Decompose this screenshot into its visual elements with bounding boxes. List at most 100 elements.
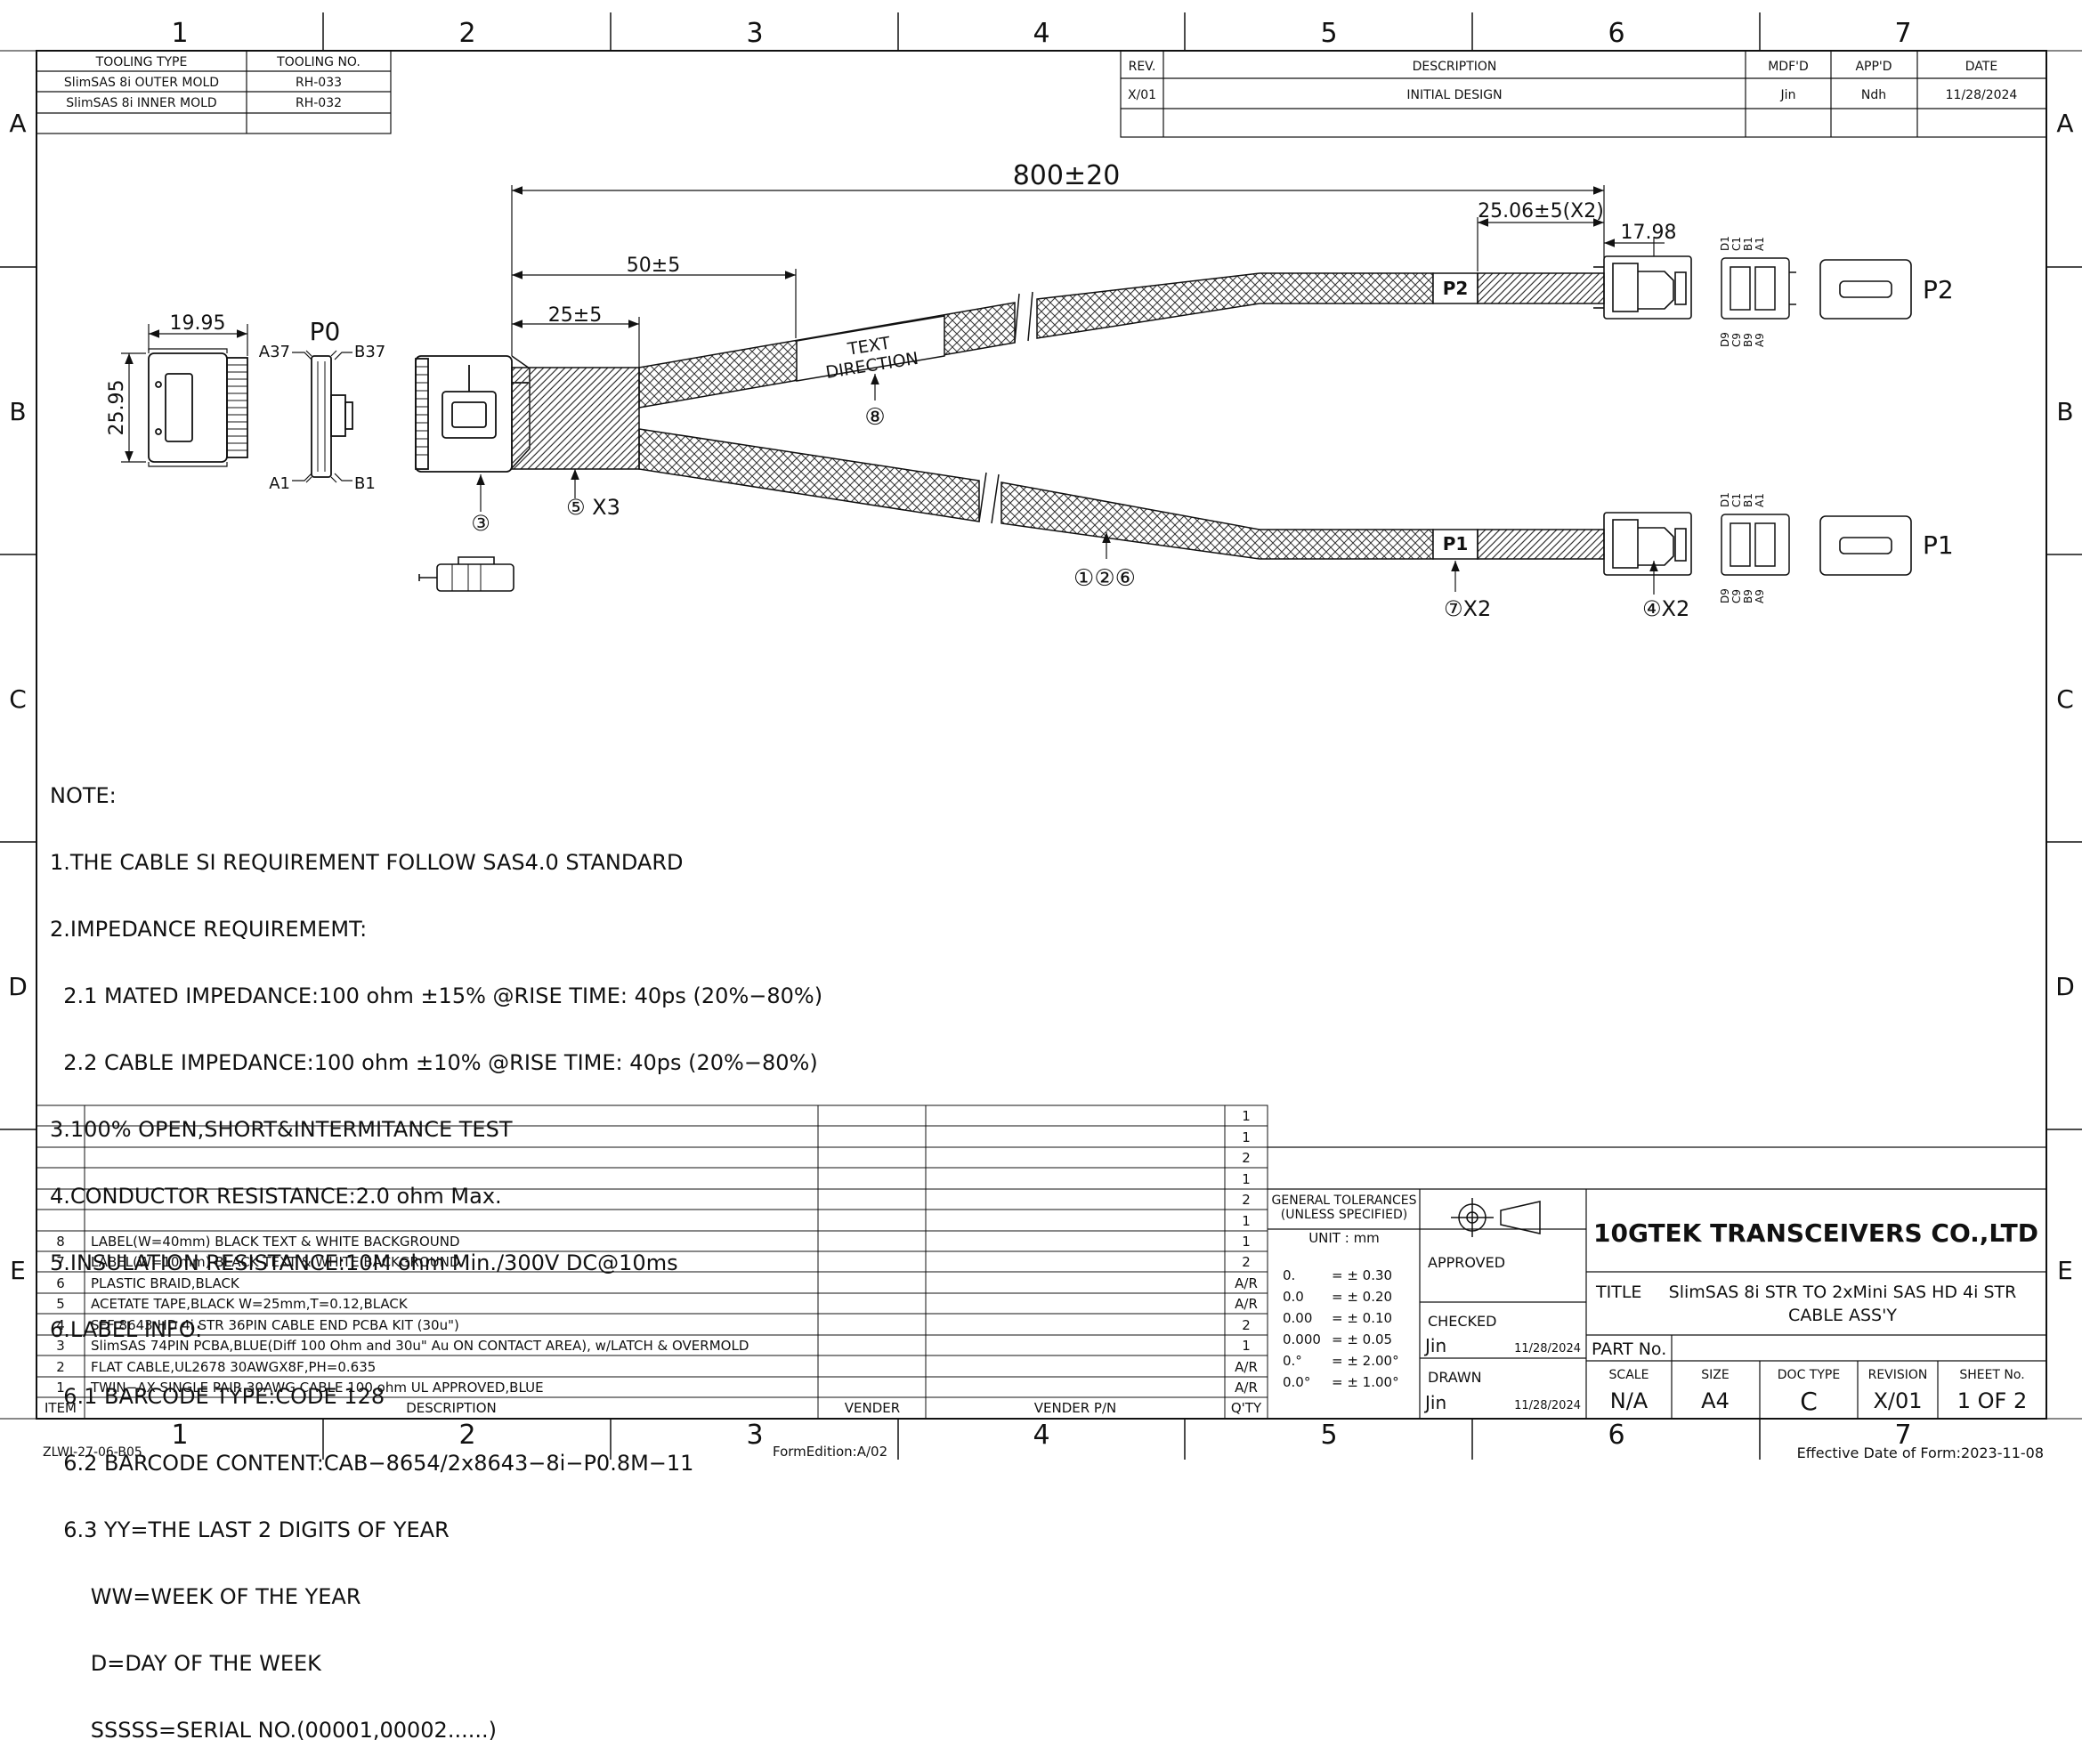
frame-column-labels: 1 2 3 4 5 6 7 1 2 3 4 5 6 7 bbox=[171, 18, 1911, 1451]
note-line: D=DAY OF THE WEEK bbox=[50, 1651, 321, 1676]
tooling-header: TOOLING TYPE bbox=[95, 55, 188, 69]
latch-detail bbox=[418, 556, 514, 592]
bom-item-cell: 5 bbox=[56, 1296, 65, 1312]
table-row: 3 SlimSAS 74PIN PCBA,BLUE(Diff 100 Ohm a… bbox=[56, 1338, 1251, 1354]
title-label: TITLE bbox=[1595, 1283, 1641, 1302]
dust-cap-p1 bbox=[1819, 515, 1912, 576]
note-line: 3.100% OPEN,SHORT&INTERMITANCE TEST bbox=[50, 1117, 513, 1142]
table-row: 4 SFF 8643 HD 4i STR 36PIN CABLE END PCB… bbox=[56, 1317, 1251, 1333]
table-row: 6 PLASTIC BRAID,BLACK A/R bbox=[56, 1275, 1258, 1291]
slimsas-side-view bbox=[148, 348, 248, 467]
bom-qty-cell: 2 bbox=[1242, 1317, 1251, 1333]
tolerance-format: 0.0° bbox=[1283, 1374, 1310, 1390]
frame-row-labels: A B C D E A B C D E bbox=[8, 109, 2075, 1285]
title-block: GENERAL TOLERANCES (UNLESS SPECIFIED) UN… bbox=[1268, 1146, 2046, 1419]
note-line: 6.1 BARCODE TYPE:CODE 128 bbox=[50, 1384, 385, 1409]
row-label: D bbox=[8, 972, 28, 1001]
pin-label: A9 bbox=[1754, 333, 1766, 347]
bom-item-cell: 6 bbox=[56, 1275, 65, 1291]
scale-value: N/A bbox=[1610, 1388, 1649, 1413]
callout-item-8: ⑧ bbox=[864, 404, 885, 431]
revision-header: DESCRIPTION bbox=[1413, 60, 1497, 74]
bom-item-cell: 2 bbox=[56, 1359, 65, 1375]
dim-height bbox=[121, 352, 146, 463]
dim-height-label: 25.95 bbox=[106, 380, 128, 436]
p1-side-label: P1 bbox=[1923, 530, 1954, 560]
col-label: 2 bbox=[458, 1420, 475, 1451]
row-label: A bbox=[2056, 109, 2073, 138]
row-label: D bbox=[2055, 972, 2075, 1001]
pin-label: C9 bbox=[1730, 333, 1743, 347]
col-label: 7 bbox=[1894, 18, 1911, 49]
tolerance-value: = ± 0.05 bbox=[1332, 1331, 1392, 1347]
pin-label: B1 bbox=[1742, 493, 1754, 507]
pin-label: C1 bbox=[1730, 237, 1743, 251]
lower-branch-braid bbox=[1000, 481, 1434, 560]
tolerance-list: 0. = ± 0.30 0.0 = ± 0.20 0.00 = ± 0.10 0… bbox=[1283, 1267, 1399, 1390]
dim-boot-label: 25±5 bbox=[548, 304, 602, 327]
bom-item-cell: 8 bbox=[56, 1234, 65, 1250]
form-edition: FormEdition:A/02 bbox=[773, 1444, 887, 1460]
tolerance-unit: UNIT : mm bbox=[1308, 1230, 1380, 1246]
third-angle-projection-icon bbox=[1451, 1198, 1541, 1237]
col-label: 6 bbox=[1608, 18, 1624, 49]
flat-cable-section bbox=[511, 367, 640, 470]
part-no-label: PART No. bbox=[1592, 1339, 1666, 1359]
note-line: 2.2 CABLE IMPEDANCE:100 ohm ±10% @RISE T… bbox=[50, 1050, 818, 1075]
row-label: C bbox=[9, 684, 27, 714]
p1-pin-labels: D1 C1 B1 A1 D9 C9 B9 A9 bbox=[1719, 492, 1766, 603]
tolerance-value: = ± 0.10 bbox=[1332, 1310, 1392, 1326]
revision-value: X/01 bbox=[1873, 1388, 1922, 1413]
bom-qty-cell: 1 bbox=[1242, 1213, 1251, 1229]
checked-label: CHECKED bbox=[1428, 1313, 1496, 1330]
pin-label: C1 bbox=[1730, 493, 1743, 507]
note-line: 6.2 BARCODE CONTENT:CAB−8654/2x8643−8i−P… bbox=[50, 1451, 694, 1476]
callout-items-1-2-6: ①②⑥ bbox=[1073, 565, 1136, 592]
dim-overall-length: 800±20 bbox=[1013, 160, 1121, 191]
minisas-hd-connector-p2 bbox=[1593, 255, 1692, 320]
note-line: 4.CONDUCTOR RESISTANCE:2.0 ohm Max. bbox=[50, 1184, 502, 1209]
col-label: 4 bbox=[1033, 1420, 1049, 1451]
note-line: 5.INSULATION RESISTANCE:10M ohm Min./300… bbox=[50, 1250, 678, 1275]
row-label: E bbox=[2057, 1256, 2073, 1285]
callout-item-4: ④X2 bbox=[1642, 596, 1689, 621]
revision-cell: 11/28/2024 bbox=[1946, 88, 2018, 102]
bom-qty-cell: 2 bbox=[1242, 1192, 1251, 1208]
text-direction-label-band bbox=[796, 315, 945, 382]
drawn-date: 11/28/2024 bbox=[1514, 1399, 1581, 1412]
dim-tail-label: 25.06±5(X2) bbox=[1478, 200, 1604, 223]
sheet-label: SHEET No. bbox=[1959, 1368, 2024, 1382]
table-row: 1 TWIN−AX SINGLE PAIR 30AWG CABLE 100 oh… bbox=[56, 1380, 1258, 1396]
p0-label: P0 bbox=[310, 317, 341, 346]
row-label: C bbox=[2056, 684, 2074, 714]
bom-description-cell: ACETATE TAPE,BLACK W=25mm,T=0.12,BLACK bbox=[91, 1296, 409, 1312]
p2-side-label: P2 bbox=[1923, 275, 1954, 304]
dimension-lines bbox=[511, 185, 1665, 368]
note-line: 6.3 YY=THE LAST 2 DIGITS OF YEAR bbox=[50, 1517, 450, 1542]
pin-label: A9 bbox=[1754, 589, 1766, 603]
callout-item-5: ⑤ X3 bbox=[566, 495, 620, 520]
doc-type-label: DOC TYPE bbox=[1778, 1368, 1840, 1382]
bom-description-cell: TWIN−AX SINGLE PAIR 30AWG CABLE 100 ohm … bbox=[90, 1380, 544, 1396]
tooling-no-cell: RH-032 bbox=[296, 96, 342, 110]
pin-label: A1 bbox=[1754, 237, 1766, 251]
callout-leaders bbox=[476, 374, 1658, 595]
col-label: 3 bbox=[746, 18, 763, 49]
checked-by: Jin bbox=[1423, 1335, 1446, 1356]
dim-braid-label: 50±5 bbox=[627, 255, 680, 277]
table-row: 2 FLAT CABLE,UL2678 30AWGX8F,PH=0.635 A/… bbox=[56, 1359, 1258, 1375]
minisas-hd-connector-p1 bbox=[1603, 512, 1692, 576]
p2-pin-labels: D1 C1 B1 A1 D9 C9 B9 A9 bbox=[1719, 236, 1766, 347]
p1-label-band bbox=[1432, 529, 1478, 560]
p0-mating-face bbox=[305, 350, 353, 483]
pin-label: B9 bbox=[1742, 589, 1754, 603]
note-line: 6.LABEL INFO: bbox=[50, 1317, 203, 1342]
pin-label: D9 bbox=[1719, 332, 1731, 347]
bom-qty-cell: A/R bbox=[1235, 1275, 1258, 1291]
tolerance-format: 0.00 bbox=[1283, 1310, 1312, 1326]
bom-qty-cell: 2 bbox=[1242, 1254, 1251, 1270]
col-label: 3 bbox=[746, 1420, 763, 1451]
revision-cell: Ndh bbox=[1861, 88, 1886, 102]
dim-width bbox=[148, 324, 248, 356]
revision-header: MDF'D bbox=[1768, 60, 1809, 74]
